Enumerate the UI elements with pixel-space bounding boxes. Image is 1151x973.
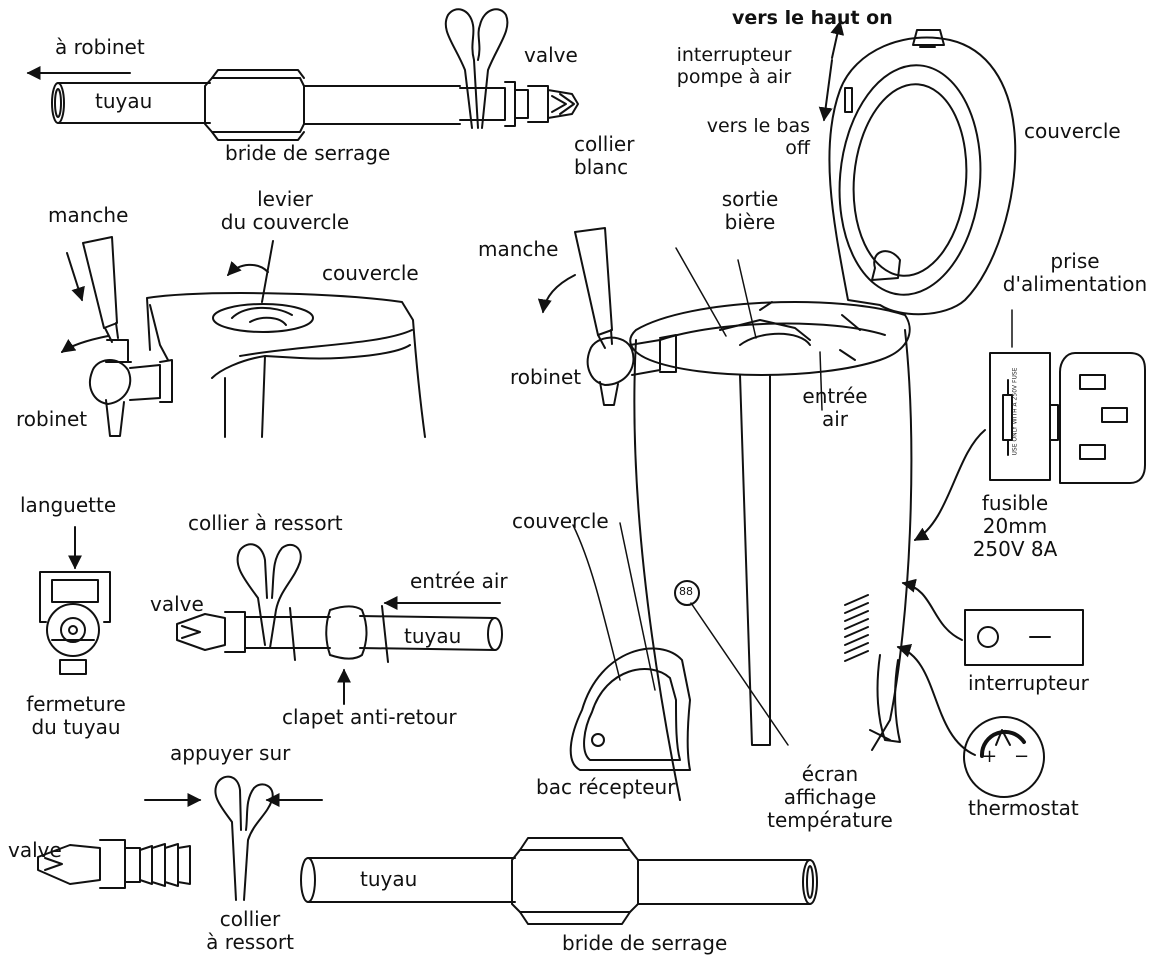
barb-fitting bbox=[139, 843, 191, 887]
label-up-on: vers le haut on bbox=[732, 7, 893, 29]
label-clamp-bottom: bride de serrage bbox=[562, 931, 728, 955]
hose-end-mid bbox=[487, 617, 503, 651]
tap-right bbox=[586, 334, 677, 386]
label-tray-cover: couvercle bbox=[512, 509, 609, 533]
down-arrow bbox=[818, 59, 833, 122]
thermostat-plus: + bbox=[982, 746, 998, 767]
label-lid-right: couvercle bbox=[1024, 119, 1121, 143]
hose-end-bottom bbox=[300, 857, 316, 903]
rotate-arrow-left bbox=[60, 335, 109, 353]
label-spring-clip-bottom: collier à ressort bbox=[206, 907, 294, 954]
label-valve-top: valve bbox=[524, 43, 578, 67]
label-press: appuyer sur bbox=[170, 741, 291, 765]
spring-clip-bottom bbox=[214, 775, 274, 901]
label-beer-out: sortie bière bbox=[721, 187, 779, 234]
label-to-tap: à robinet bbox=[55, 35, 145, 59]
thermostat-dial bbox=[963, 716, 1045, 798]
label-pump-switch: interrupteur pompe à air bbox=[676, 44, 792, 88]
clamp-top bbox=[204, 77, 305, 133]
power-socket bbox=[989, 352, 1146, 484]
label-hose-top: tuyau bbox=[95, 89, 153, 113]
valve-bottom bbox=[37, 844, 101, 885]
down-arrow-left bbox=[66, 252, 85, 302]
label-lid-lever: levier du couvercle bbox=[220, 187, 350, 234]
fuse-warning-text: USE ONLY WITH A 250V FUSE bbox=[1011, 367, 1019, 456]
label-tap-right: robinet bbox=[510, 365, 582, 389]
label-thermostat: thermostat bbox=[968, 796, 1079, 820]
pump-switch bbox=[844, 87, 853, 113]
handle-left bbox=[82, 236, 118, 329]
label-handle-right: manche bbox=[478, 237, 559, 261]
machine-top bbox=[629, 300, 911, 376]
up-arrow bbox=[830, 20, 845, 59]
label-air-in-right: entrée air bbox=[802, 384, 868, 431]
label-spring-clip-mid: collier à ressort bbox=[188, 511, 343, 535]
label-hose-mid: tuyau bbox=[404, 624, 462, 648]
hose-closure bbox=[39, 526, 111, 675]
leader-lines bbox=[572, 247, 1013, 756]
spring-clip-mid bbox=[236, 543, 302, 649]
label-check-valve: clapet anti-retour bbox=[282, 705, 457, 729]
label-white-clip: collier blanc bbox=[574, 132, 635, 179]
switch-arrow bbox=[901, 578, 963, 641]
main-machine bbox=[537, 20, 1017, 801]
label-tab: languette bbox=[20, 493, 117, 517]
label-fuse: fusible 20mm 250V 8A bbox=[972, 491, 1058, 561]
label-valve-mid: valve bbox=[150, 592, 204, 616]
display-digits: 88 bbox=[679, 585, 693, 598]
lever-curve-arrow bbox=[227, 260, 269, 277]
drip-tray bbox=[569, 647, 691, 771]
bottom-assembly bbox=[37, 775, 818, 925]
label-switch: interrupteur bbox=[968, 671, 1089, 695]
thermostat-minus: − bbox=[1014, 746, 1030, 767]
clamp-bottom bbox=[511, 849, 639, 913]
thermostat-arrow bbox=[896, 644, 976, 756]
label-hose-bottom: tuyau bbox=[360, 867, 418, 891]
iec-socket bbox=[1059, 352, 1146, 484]
machine-top-left bbox=[146, 292, 426, 438]
mid-valve-assembly bbox=[176, 543, 503, 705]
temp-display bbox=[674, 580, 700, 606]
label-handle-left: manche bbox=[48, 203, 129, 227]
label-temp-display: écran affichage température bbox=[767, 762, 893, 832]
valve-mid bbox=[176, 613, 226, 651]
label-air-in-mid: entrée air bbox=[410, 569, 508, 593]
power-switch bbox=[964, 609, 1084, 666]
label-lid-left: couvercle bbox=[322, 261, 419, 285]
label-drip-tray: bac récepteur bbox=[536, 775, 676, 799]
top-hose-assembly bbox=[26, 8, 579, 141]
spring-clip-top bbox=[444, 8, 509, 129]
label-clamp-top: bride de serrage bbox=[225, 141, 391, 165]
label-power-socket: prise d'alimentation bbox=[1002, 249, 1148, 296]
label-down-off: vers le bas off bbox=[706, 115, 810, 159]
check-valve bbox=[325, 605, 496, 660]
label-hose-closure: fermeture du tuyau bbox=[26, 692, 126, 739]
handle-right bbox=[574, 227, 613, 336]
fuse-arrow bbox=[913, 429, 986, 541]
closure-body bbox=[39, 571, 111, 623]
hose-bottom bbox=[307, 857, 516, 903]
lid-lever-left bbox=[212, 303, 314, 333]
tap-left bbox=[89, 339, 173, 405]
hose-top bbox=[57, 82, 211, 124]
label-tap-left: robinet bbox=[16, 407, 88, 431]
left-tap-lid bbox=[60, 236, 426, 438]
label-valve-bottom: valve bbox=[8, 838, 62, 862]
open-lid bbox=[828, 36, 1017, 316]
rotate-arrow-right bbox=[537, 274, 576, 314]
vents bbox=[844, 594, 869, 662]
valve-body-top bbox=[459, 81, 579, 127]
